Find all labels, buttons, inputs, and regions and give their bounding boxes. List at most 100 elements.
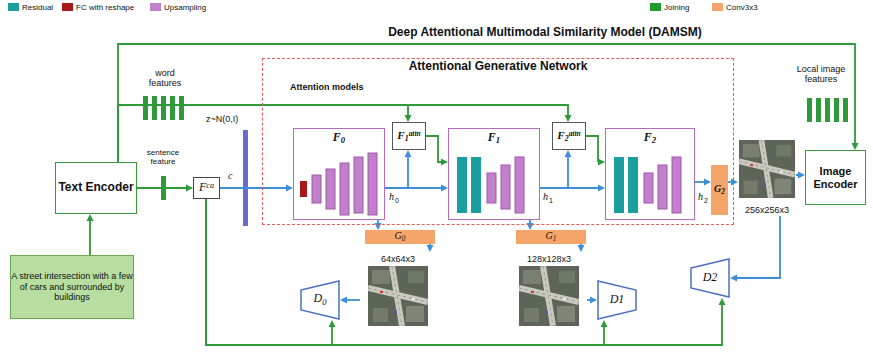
diagram-node: Text Encoder [55, 162, 137, 214]
node-label: G [546, 230, 553, 241]
diagram-node: G1 [516, 230, 586, 244]
connector [796, 172, 805, 179]
connector-line [220, 187, 286, 189]
legend-item: Upsampling [150, 3, 206, 13]
connector-line [540, 187, 598, 189]
connector [340, 297, 360, 304]
connector [587, 297, 597, 304]
arrowhead [427, 245, 434, 252]
legend-text: Conv3x3 [726, 3, 758, 12]
connector [137, 185, 193, 192]
aerial-image [519, 266, 579, 326]
trapezoid [301, 281, 339, 319]
legend-swatch [150, 3, 161, 11]
connector-line [796, 174, 798, 176]
node-label: 64x64x3 [381, 254, 415, 264]
connector [206, 199, 608, 345]
node-text: F2 [644, 131, 656, 146]
arrowhead [731, 179, 738, 186]
node-text: G2 [714, 184, 725, 196]
legend-item: Joining [650, 3, 689, 13]
node-text: G0 [395, 231, 406, 243]
connector [426, 136, 448, 166]
arrowhead [704, 179, 711, 186]
connector [87, 214, 94, 255]
aerial-image [368, 266, 428, 326]
arrowhead [598, 159, 605, 166]
node-label: F [644, 130, 652, 144]
connector-line [137, 187, 186, 189]
node-label: 256x256x3 [745, 205, 789, 215]
free-label: c [228, 170, 232, 182]
free-label: z~N(0,I) [206, 114, 238, 124]
node-text: Text Encoder [58, 181, 133, 195]
arrowhead [405, 150, 412, 157]
connector-line [385, 187, 441, 189]
node-label: 0 [341, 135, 345, 145]
node-label: 1 [496, 135, 500, 145]
arrowhead [598, 185, 605, 192]
diagram-node: G0 [365, 230, 435, 244]
free-label: h [389, 191, 394, 203]
node-label: D1 [610, 292, 625, 306]
connector [385, 150, 412, 188]
node-label: Image Encoder [813, 165, 857, 190]
legend-text: Joining [664, 3, 689, 12]
node-label: 1 [405, 134, 409, 143]
connector-line [728, 181, 731, 183]
node-text: Attentional Generative Network [409, 60, 588, 74]
connector-line [206, 199, 604, 345]
connector-line [206, 199, 332, 345]
node-label: 128x128x3 [527, 254, 571, 264]
diagram-node: F2 [605, 128, 695, 220]
node-text: A street intersection with a few of cars… [11, 271, 133, 302]
node-text: D2 [703, 271, 718, 285]
connector-line [540, 157, 568, 188]
arrowhead [798, 172, 805, 179]
node-text: F0 [333, 131, 345, 146]
node-label: D [314, 291, 323, 305]
diagram-node: Image Encoder [805, 150, 866, 205]
connector [375, 220, 382, 230]
node-text: 128x128x3 [527, 254, 571, 264]
diagram-node: A street intersection with a few of cars… [10, 255, 134, 319]
trapezoid [691, 259, 729, 297]
legend-item: Conv3x3 [712, 3, 758, 13]
free-label: Attention models [290, 82, 364, 92]
free-label: h [543, 191, 548, 203]
connector [527, 220, 534, 230]
arrowhead [441, 185, 448, 192]
connector [427, 244, 434, 252]
arrowhead [590, 297, 597, 304]
arrowhead [329, 320, 336, 327]
node-label: F [199, 180, 206, 194]
word-feature-bars [143, 96, 184, 120]
diagram-node: G2 [711, 165, 728, 215]
arrowhead [852, 143, 859, 150]
connector [578, 244, 585, 252]
node-label: 2 [721, 188, 725, 196]
connector [220, 185, 293, 192]
node-label: D2 [703, 270, 718, 284]
connector-line [529, 220, 531, 223]
connector [206, 199, 336, 345]
legend-text: Upsampling [164, 3, 206, 12]
node-label: 2 [652, 135, 656, 145]
arrowhead [565, 115, 572, 122]
node-text: G1 [546, 231, 557, 243]
node-label: 0 [402, 235, 406, 243]
arrowhead [186, 185, 193, 192]
node-label: F [488, 130, 496, 144]
legend-swatch [62, 3, 73, 11]
concat-bar [243, 130, 248, 226]
arrowhead [719, 298, 726, 305]
node-label: G [395, 230, 402, 241]
diagram-node: 128x128x3 [511, 252, 587, 326]
arrowhead [730, 275, 737, 282]
arrowhead [375, 223, 382, 230]
node-text: 64x64x3 [381, 254, 415, 264]
legend-item: FC with reshape [62, 3, 134, 13]
connector [540, 185, 605, 192]
diagram-node: 64x64x3 [360, 252, 436, 326]
